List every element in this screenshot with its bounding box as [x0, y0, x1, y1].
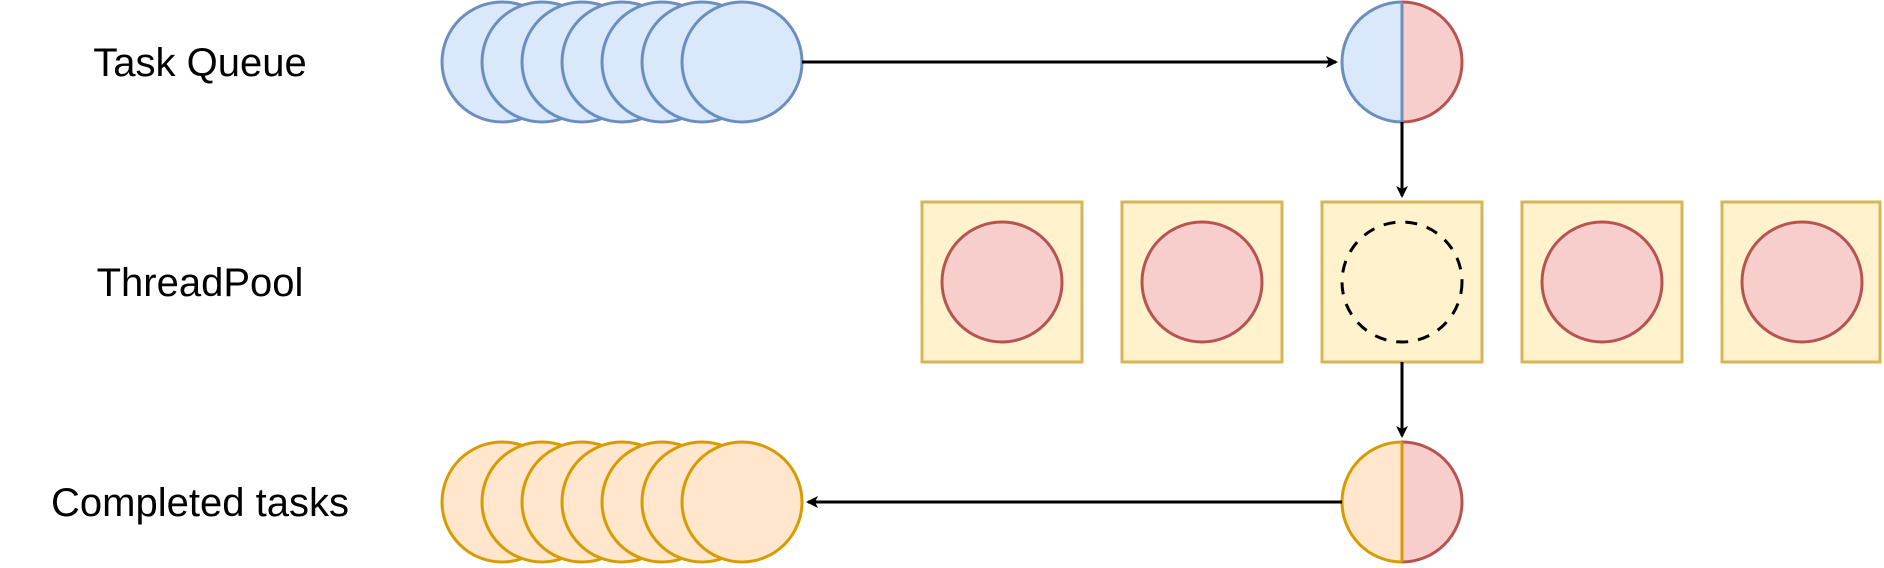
worker-slot: [1520, 200, 1684, 364]
queued-task: [680, 0, 804, 124]
worker-slot: [920, 200, 1084, 364]
busy-task: [1740, 220, 1864, 344]
threadpool-workers: [920, 200, 1882, 364]
dispatch-task: [1340, 0, 1464, 124]
threadpool-label: ThreadPool: [97, 261, 304, 305]
completing-task: [1340, 440, 1464, 564]
busy-task: [1540, 220, 1664, 344]
task-queue-stack: [440, 0, 804, 124]
task-queue-label: Task Queue: [93, 41, 306, 85]
worker-slot: [1720, 200, 1882, 364]
completed-task: [680, 440, 804, 564]
worker-slot-idle: [1320, 200, 1484, 364]
completed-tasks-label: Completed tasks: [51, 481, 349, 525]
worker-slot: [1120, 200, 1284, 364]
completed-tasks-stack: [440, 440, 804, 564]
busy-task: [940, 220, 1064, 344]
busy-task: [1140, 220, 1264, 344]
empty-slot: [1340, 220, 1464, 344]
